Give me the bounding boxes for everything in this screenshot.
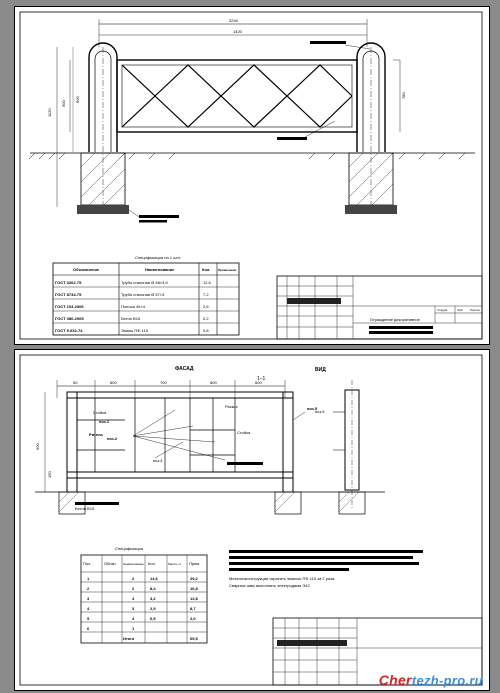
svg-text:ГОСТ 3262-75: ГОСТ 3262-75 — [55, 280, 82, 285]
fence-drawing-2: ФАСАД ВИД 1–1 50 600 700 600 600 — [19, 354, 483, 686]
svg-text:900: 900 — [35, 443, 40, 450]
svg-text:Масса, кг: Масса, кг — [168, 562, 181, 566]
svg-text:ВИД: ВИД — [315, 367, 326, 373]
spec-rows-1: ГОСТ 3262-75 Труба стальная Ø 48×3,5 12,… — [55, 280, 212, 333]
svg-text:900: 900 — [61, 100, 66, 107]
svg-text:Итого: Итого — [123, 636, 135, 641]
svg-text:12,8: 12,8 — [190, 596, 199, 601]
svg-text:600: 600 — [210, 380, 217, 385]
svg-text:7,2: 7,2 — [203, 292, 209, 297]
svg-text:14,6: 14,6 — [150, 576, 159, 581]
svg-text:Бетон B15: Бетон B15 — [121, 316, 141, 321]
watermark: Chertezh-pro.ru — [378, 672, 483, 688]
svg-text:700: 700 — [160, 380, 167, 385]
svg-text:600: 600 — [110, 380, 117, 385]
svg-text:Кол.: Кол. — [148, 561, 156, 566]
svg-text:4: 4 — [132, 616, 135, 621]
svg-text:Труба стальная Ø 57×3: Труба стальная Ø 57×3 — [121, 292, 165, 297]
svg-text:1: 1 — [87, 576, 90, 581]
svg-text:поз.5: поз.5 — [315, 409, 325, 414]
svg-text:Примечание: Примечание — [218, 268, 237, 272]
svg-text:ГОСТ 9.032-74: ГОСТ 9.032-74 — [55, 328, 83, 333]
svg-text:поз.2: поз.2 — [107, 436, 118, 441]
note-2: Сварные швы выполнять электродами Э42. — [229, 583, 311, 588]
svg-text:2: 2 — [132, 576, 135, 581]
svg-text:1120: 1120 — [47, 108, 52, 117]
section-mark: 1–1 — [257, 376, 266, 382]
svg-text:поз.1: поз.1 — [99, 419, 110, 424]
svg-text:Наименование: Наименование — [123, 562, 144, 566]
svg-text:2: 2 — [87, 586, 90, 591]
svg-text:6: 6 — [87, 626, 90, 631]
svg-text:50: 50 — [73, 380, 78, 385]
svg-text:2,6: 2,6 — [203, 304, 209, 309]
svg-text:Лист: Лист — [457, 308, 464, 312]
svg-text:Стойка: Стойка — [93, 410, 107, 415]
svg-text:поз.5: поз.5 — [307, 406, 318, 411]
svg-text:2,9: 2,9 — [150, 606, 156, 611]
svg-text:Стадия: Стадия — [437, 308, 448, 312]
svg-text:16,8: 16,8 — [190, 586, 199, 591]
svg-text:12,5: 12,5 — [203, 280, 212, 285]
svg-text:Ригель: Ригель — [89, 432, 104, 437]
svg-text:Наименование: Наименование — [145, 267, 175, 272]
svg-text:ГОСТ 380-2005: ГОСТ 380-2005 — [55, 316, 84, 321]
svg-text:3,2: 3,2 — [150, 596, 156, 601]
svg-text:поз.4: поз.4 — [153, 458, 163, 463]
svg-text:8,7: 8,7 — [190, 606, 196, 611]
svg-text:Стойка: Стойка — [237, 430, 251, 435]
svg-text:Листов: Листов — [470, 308, 480, 312]
svg-text:4: 4 — [132, 596, 135, 601]
svg-text:0,5: 0,5 — [150, 616, 156, 621]
svg-text:0,8: 0,8 — [203, 328, 209, 333]
fence-drawing-1: 3240 1420 1120 900 600 780 — [19, 11, 483, 340]
facade-label: ФАСАД — [175, 366, 194, 372]
svg-text:Обозначение: Обозначение — [73, 267, 100, 272]
svg-text:600: 600 — [255, 380, 262, 385]
svg-text:Кол.: Кол. — [202, 267, 210, 272]
svg-text:Поз.: Поз. — [83, 561, 91, 566]
spec-rows-2: 1 2 14,6 29,2 2 2 8,4 16,8 3 4 3,2 12,8 … — [87, 576, 199, 641]
svg-text:Прим.: Прим. — [189, 561, 200, 566]
svg-text:3: 3 — [132, 606, 135, 611]
stamp-title-1: Ограждение декоративное — [370, 317, 421, 322]
svg-text:Бетон B15: Бетон B15 — [75, 506, 95, 511]
svg-text:4: 4 — [87, 606, 90, 611]
note-1: Металлоконструкции окрасить эмалью ПФ-11… — [229, 576, 335, 581]
drawing-sheet-2: ФАСАД ВИД 1–1 50 600 700 600 600 — [14, 349, 490, 691]
svg-text:3: 3 — [87, 596, 90, 601]
overall-width-dim: 3240 — [229, 18, 239, 23]
svg-text:ГОСТ 8734-75: ГОСТ 8734-75 — [55, 292, 82, 297]
svg-text:2,0: 2,0 — [190, 616, 196, 621]
svg-text:1420: 1420 — [233, 29, 243, 34]
svg-text:Эмаль ПФ-115: Эмаль ПФ-115 — [121, 328, 149, 333]
spec-title-2: Спецификация — [115, 546, 144, 551]
svg-text:Труба стальная Ø 48×3,5: Труба стальная Ø 48×3,5 — [121, 280, 168, 285]
svg-text:150: 150 — [47, 471, 52, 478]
svg-text:2: 2 — [132, 586, 135, 591]
svg-text:ГОСТ 103-2006: ГОСТ 103-2006 — [55, 304, 84, 309]
svg-text:29,2: 29,2 — [190, 576, 199, 581]
svg-text:0,2: 0,2 — [203, 316, 209, 321]
svg-text:8,4: 8,4 — [150, 586, 156, 591]
drawing-sheet-1: 3240 1420 1120 900 600 780 — [14, 6, 490, 345]
svg-text:Обозн.: Обозн. — [104, 561, 117, 566]
svg-text:69,5: 69,5 — [190, 636, 199, 641]
svg-text:1: 1 — [132, 626, 135, 631]
spec-title-1: Спецификация на 1 шт. — [135, 255, 181, 260]
svg-text:Полоса 40×4: Полоса 40×4 — [121, 304, 146, 309]
svg-text:600: 600 — [75, 96, 80, 103]
svg-text:Раскос: Раскос — [225, 404, 238, 409]
svg-text:5: 5 — [87, 616, 90, 621]
svg-text:780: 780 — [401, 92, 406, 99]
